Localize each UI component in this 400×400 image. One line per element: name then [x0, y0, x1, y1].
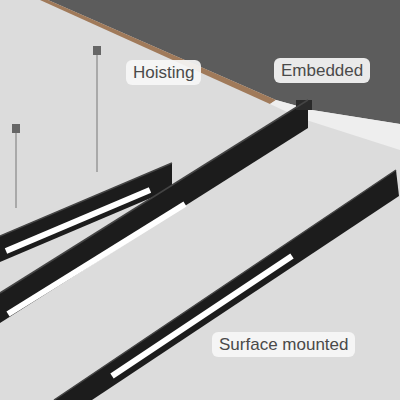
embedded-light: [0, 100, 308, 323]
suspension-wire: [97, 52, 98, 172]
bar-edge: [54, 170, 396, 400]
diffuser-strip: [8, 204, 185, 314]
end-profile: [296, 100, 312, 110]
surface-light: [54, 170, 399, 400]
ceiling-cavity: [48, 0, 400, 124]
wood-edge: [40, 0, 276, 104]
mount-label: Embedded: [274, 58, 370, 83]
suspension-wire: [16, 128, 17, 208]
ceiling-cap: [12, 124, 20, 133]
mount-label: Hoisting: [126, 60, 201, 85]
mount-label: Surface mounted: [212, 332, 355, 357]
ceiling-cap: [93, 46, 101, 55]
diffuser-strip: [112, 256, 292, 376]
